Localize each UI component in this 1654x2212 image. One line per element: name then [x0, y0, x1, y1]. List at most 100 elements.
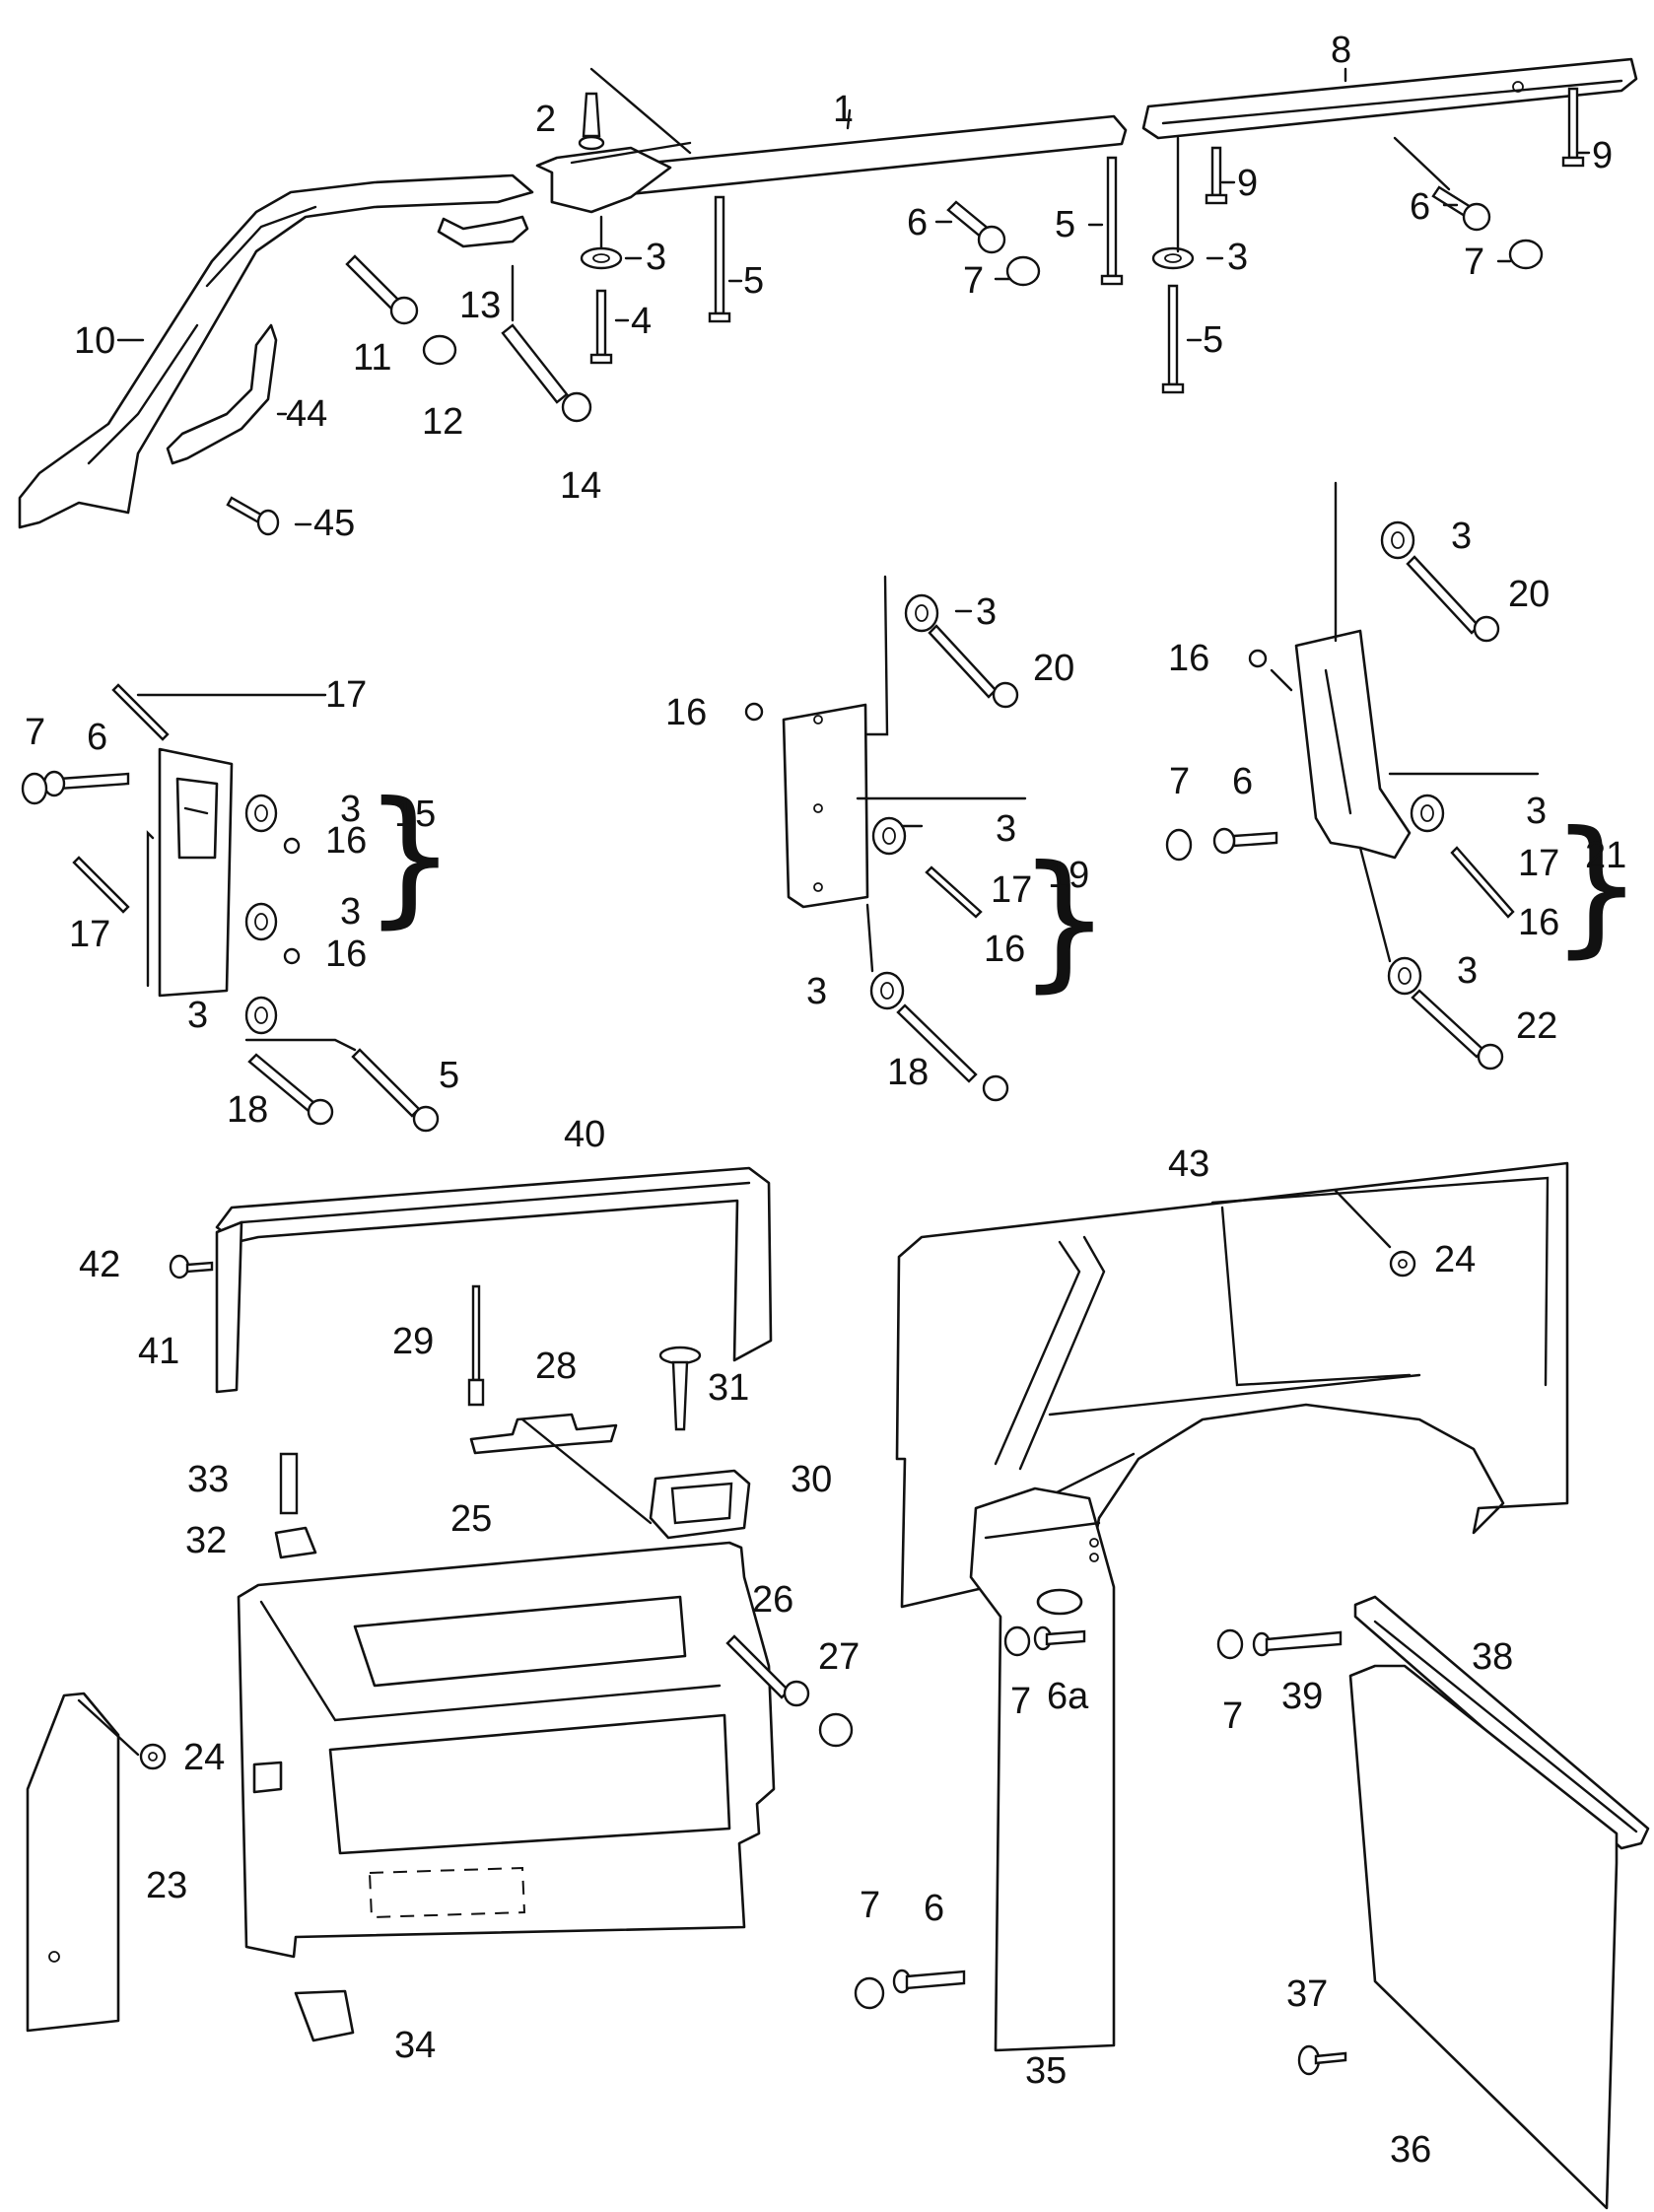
- label-18-15: 18: [227, 1089, 268, 1131]
- grommet-16a: [283, 837, 301, 855]
- brace-15: }: [363, 771, 456, 942]
- cup-washer-15c: [244, 996, 278, 1035]
- label-3-21b: 3: [1526, 791, 1547, 832]
- clip-24-quarter: [1389, 1250, 1416, 1278]
- clip-34: [294, 1989, 355, 2042]
- pillar-trim-15: [158, 747, 234, 998]
- screw-22-21: [1411, 989, 1504, 1071]
- screw-18-15: [247, 1053, 334, 1126]
- label-24-door: 24: [183, 1737, 225, 1778]
- brace-21: }: [1550, 800, 1643, 972]
- label-3-19a: 3: [976, 591, 997, 633]
- label-37: 37: [1286, 1973, 1328, 2015]
- cap-7a: [1005, 255, 1041, 287]
- clip-24-door: [139, 1743, 167, 1770]
- label-7-21: 7: [1169, 761, 1190, 802]
- screw-2: [578, 92, 605, 151]
- label-16-15a: 16: [325, 820, 367, 862]
- grab-handle-13: [437, 215, 529, 248]
- pin-17a: [111, 683, 170, 741]
- screw-18-19: [896, 1003, 1009, 1102]
- label-25: 25: [450, 1498, 492, 1540]
- label-16-21a: 16: [1168, 638, 1209, 679]
- roof-rail-trim: [535, 114, 1128, 214]
- cap-27: [818, 1712, 854, 1748]
- screw-9b: [1561, 87, 1585, 168]
- grommet-16-19a: [744, 702, 764, 722]
- screw-20-19: [928, 624, 1019, 709]
- sill-strip-38: [1353, 1595, 1650, 1850]
- bracket-28: [469, 1413, 618, 1455]
- screw-31: [658, 1346, 702, 1431]
- pin-17-19: [925, 865, 983, 919]
- cup-washer-21c: [1387, 956, 1422, 996]
- screw-5b: [1100, 156, 1124, 286]
- label-16-19a: 16: [665, 692, 707, 733]
- cup-washer-3b: [1151, 246, 1195, 270]
- side-panel-36: [1348, 1664, 1619, 2210]
- label-8: 8: [1331, 30, 1351, 71]
- label-39: 39: [1281, 1676, 1323, 1717]
- screw-6-15: [42, 770, 130, 797]
- label-3-15c: 3: [187, 995, 208, 1036]
- label-3-19c: 3: [806, 971, 827, 1012]
- label-7-15: 7: [25, 712, 45, 753]
- label-30: 30: [791, 1459, 832, 1500]
- label-16-15b: 16: [325, 933, 367, 975]
- cup-washer-21a: [1380, 520, 1415, 560]
- grommet-16b: [283, 947, 301, 965]
- label-34: 34: [394, 2025, 436, 2066]
- clip-45: [226, 496, 280, 536]
- label-11: 11: [353, 337, 391, 379]
- label-5: 5: [743, 260, 764, 302]
- pin-17-21: [1450, 846, 1515, 919]
- label-18-19: 18: [887, 1052, 929, 1093]
- label-40: 40: [564, 1114, 605, 1155]
- label-44: 44: [286, 393, 327, 435]
- cap-7-35a: [1003, 1625, 1031, 1657]
- handle-cup-30: [649, 1469, 751, 1540]
- label-2: 2: [535, 99, 556, 140]
- brace-19: }: [1017, 835, 1111, 1006]
- label-26: 26: [752, 1579, 793, 1621]
- label-3b: 3: [1227, 237, 1248, 278]
- label-24-quarter: 24: [1434, 1239, 1476, 1280]
- lock-button-32: [274, 1526, 317, 1559]
- label-16-19b: 16: [984, 929, 1025, 970]
- label-3-21c: 3: [1457, 950, 1478, 992]
- a-pillar-trim: [18, 173, 534, 529]
- label-3-21a: 3: [1451, 516, 1472, 557]
- label-28: 28: [535, 1346, 577, 1387]
- label-23: 23: [146, 1865, 187, 1906]
- label-6a: 6a: [1047, 1676, 1089, 1717]
- screw-6-35: [892, 1969, 966, 1994]
- label-7-39: 7: [1222, 1695, 1243, 1737]
- cap-7-39: [1216, 1628, 1244, 1660]
- label-16-21b: 16: [1518, 902, 1559, 943]
- label-7-35a: 7: [1010, 1681, 1031, 1722]
- screw-5c: [1161, 284, 1185, 394]
- label-9a: 9: [1237, 163, 1258, 204]
- grommet-16-21a: [1248, 649, 1268, 668]
- label-3-15b: 3: [340, 891, 361, 933]
- label-22: 22: [1516, 1005, 1557, 1047]
- label-17b: 17: [69, 914, 110, 955]
- rivet-29: [467, 1284, 485, 1407]
- cap-7-21: [1165, 828, 1193, 862]
- screw-6a-35: [1033, 1625, 1086, 1651]
- label-29: 29: [392, 1321, 434, 1362]
- screw-11: [345, 254, 419, 325]
- label-10: 10: [74, 320, 115, 362]
- label-1: 1: [833, 89, 854, 130]
- cap-12: [422, 334, 457, 366]
- label-17-21: 17: [1518, 843, 1559, 884]
- label-6-21: 6: [1232, 761, 1253, 802]
- label-6b: 6: [1410, 186, 1430, 228]
- label-43: 43: [1168, 1143, 1209, 1185]
- label-42: 42: [79, 1244, 120, 1285]
- label-17a: 17: [325, 674, 367, 716]
- label-14: 14: [560, 465, 601, 507]
- label-41: 41: [138, 1331, 179, 1372]
- label-4: 4: [631, 301, 652, 342]
